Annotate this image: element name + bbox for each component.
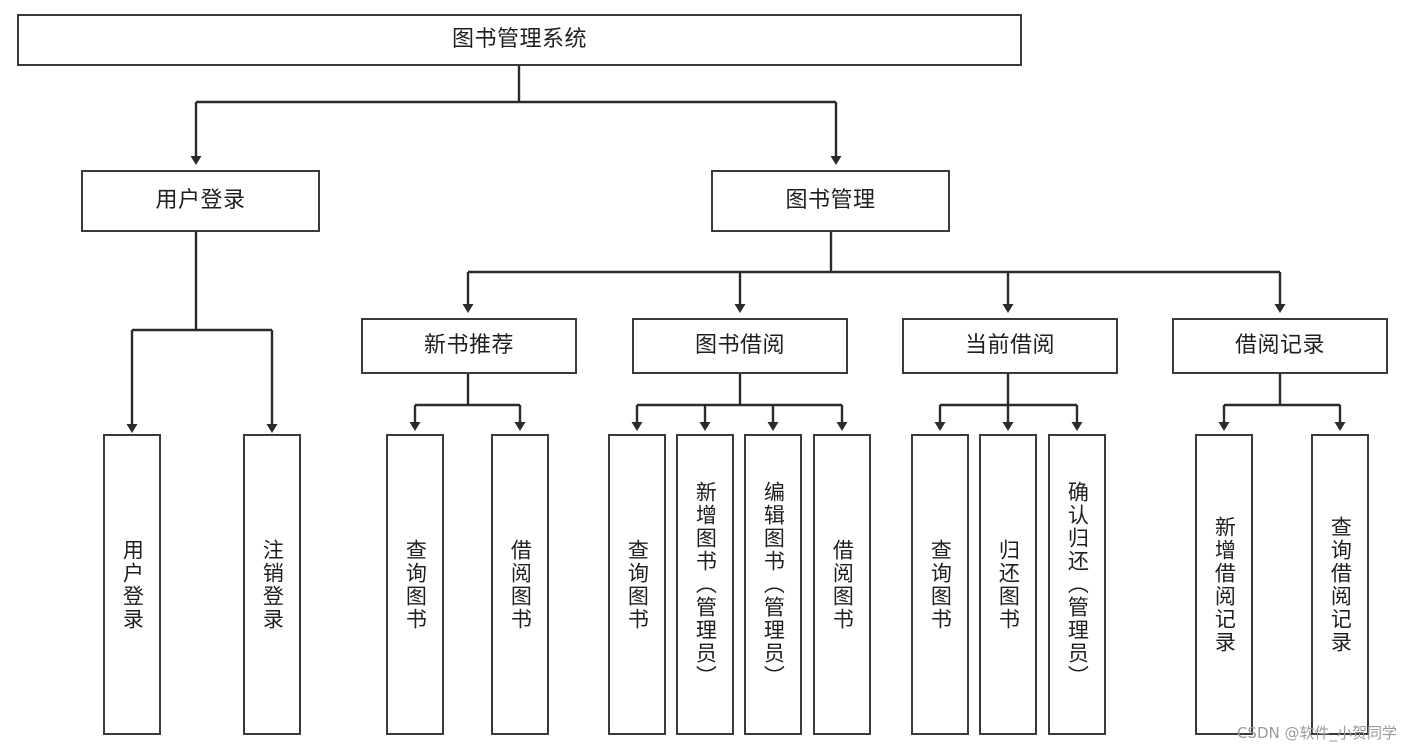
node-current-borrow[interactable]: 当前借阅 [902,318,1118,374]
node-new-book-rec-label: 新书推荐 [423,333,514,359]
node-current-borrow-label: 当前借阅 [964,333,1055,359]
node-leaf-borrow-book-1-label: 借阅图书 [508,538,533,631]
node-leaf-add-record[interactable]: 新增借阅记录 [1195,434,1253,735]
node-leaf-add-record-label: 新增借阅记录 [1212,515,1237,654]
watermark-text: CSDN @软件_小贺同学 [1236,724,1397,742]
node-leaf-edit-book-label: 编辑图书（管理员） [761,481,786,688]
node-leaf-query-record-label: 查询借阅记录 [1328,515,1353,654]
node-book-manage[interactable]: 图书管理 [711,170,950,232]
node-leaf-return-book-label: 归还图书 [996,538,1021,631]
node-leaf-query-record[interactable]: 查询借阅记录 [1311,434,1369,735]
node-leaf-return-book[interactable]: 归还图书 [979,434,1037,735]
node-leaf-confirm-return[interactable]: 确认归还（管理员） [1048,434,1106,735]
node-book-borrow[interactable]: 图书借阅 [632,318,848,374]
node-leaf-borrow-book-1[interactable]: 借阅图书 [491,434,549,735]
node-root[interactable]: 图书管理系统 [17,14,1022,66]
node-leaf-borrow-book-2-label: 借阅图书 [830,538,855,631]
node-leaf-user-login[interactable]: 用户登录 [103,434,161,735]
node-leaf-add-book[interactable]: 新增图书（管理员） [676,434,734,735]
node-book-borrow-label: 图书借阅 [694,333,785,359]
node-leaf-user-logout[interactable]: 注销登录 [243,434,301,735]
node-leaf-query-book-2[interactable]: 查询图书 [608,434,666,735]
node-book-manage-label: 图书管理 [785,188,876,214]
node-leaf-edit-book[interactable]: 编辑图书（管理员） [744,434,802,735]
node-leaf-query-book-1[interactable]: 查询图书 [386,434,444,735]
node-leaf-borrow-book-2[interactable]: 借阅图书 [813,434,871,735]
node-leaf-query-book-3[interactable]: 查询图书 [911,434,969,735]
node-borrow-record-label: 借阅记录 [1234,333,1325,359]
node-root-label: 图书管理系统 [451,27,587,53]
node-leaf-user-logout-label: 注销登录 [260,538,285,631]
node-user-login-label: 用户登录 [155,188,246,214]
node-leaf-query-book-1-label: 查询图书 [403,538,428,631]
node-leaf-user-login-label: 用户登录 [120,538,145,631]
node-user-login[interactable]: 用户登录 [81,170,320,232]
node-leaf-confirm-return-label: 确认归还（管理员） [1065,481,1090,688]
node-leaf-query-book-2-label: 查询图书 [625,538,650,631]
node-leaf-query-book-3-label: 查询图书 [928,538,953,631]
node-borrow-record[interactable]: 借阅记录 [1172,318,1388,374]
node-new-book-rec[interactable]: 新书推荐 [361,318,577,374]
node-leaf-add-book-label: 新增图书（管理员） [693,481,718,688]
